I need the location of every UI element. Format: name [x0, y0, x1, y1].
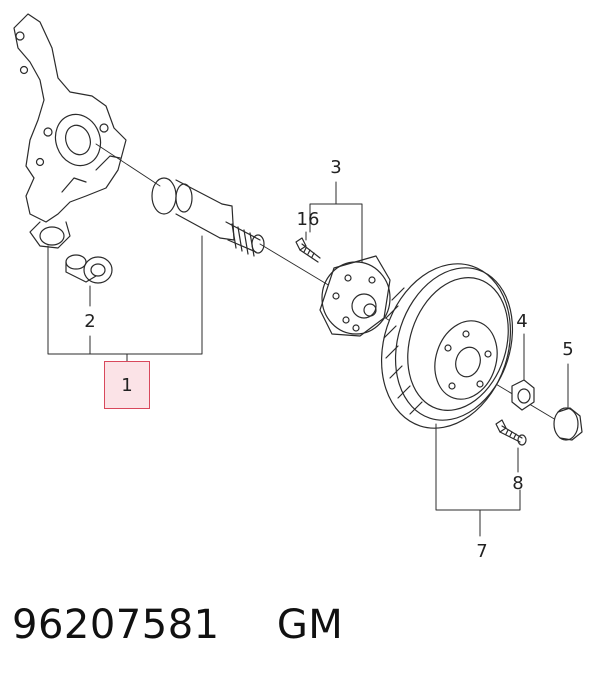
bolt-part-16: [295, 237, 321, 263]
callout-1-highlighted[interactable]: 1: [104, 361, 150, 409]
callout-3: 3: [330, 157, 342, 178]
callout-2: 2: [84, 311, 96, 332]
brand-label: GM: [276, 602, 344, 648]
spindle-shaft: [151, 177, 265, 257]
brake-disc-part-7: [380, 263, 514, 429]
steering-knuckle: [13, 13, 127, 249]
bushing-part-2: [65, 254, 113, 284]
exploded-parts-diagram: [13, 13, 583, 537]
nut-part-4: [511, 379, 535, 411]
dust-cap-part-5: [553, 407, 583, 441]
callout-5: 5: [562, 339, 574, 360]
callout-8: 8: [512, 473, 524, 494]
callout-7: 7: [476, 541, 488, 562]
callout-1-label: 1: [121, 374, 133, 396]
part-footer: 96207581 GM: [12, 602, 343, 648]
callout-4: 4: [516, 311, 528, 332]
wheel-bolt-part-8: [495, 419, 527, 446]
leader-lines: [47, 181, 569, 537]
hub-part-3: [319, 255, 391, 337]
part-number: 96207581: [12, 602, 220, 648]
callout-16: 16: [296, 209, 320, 230]
